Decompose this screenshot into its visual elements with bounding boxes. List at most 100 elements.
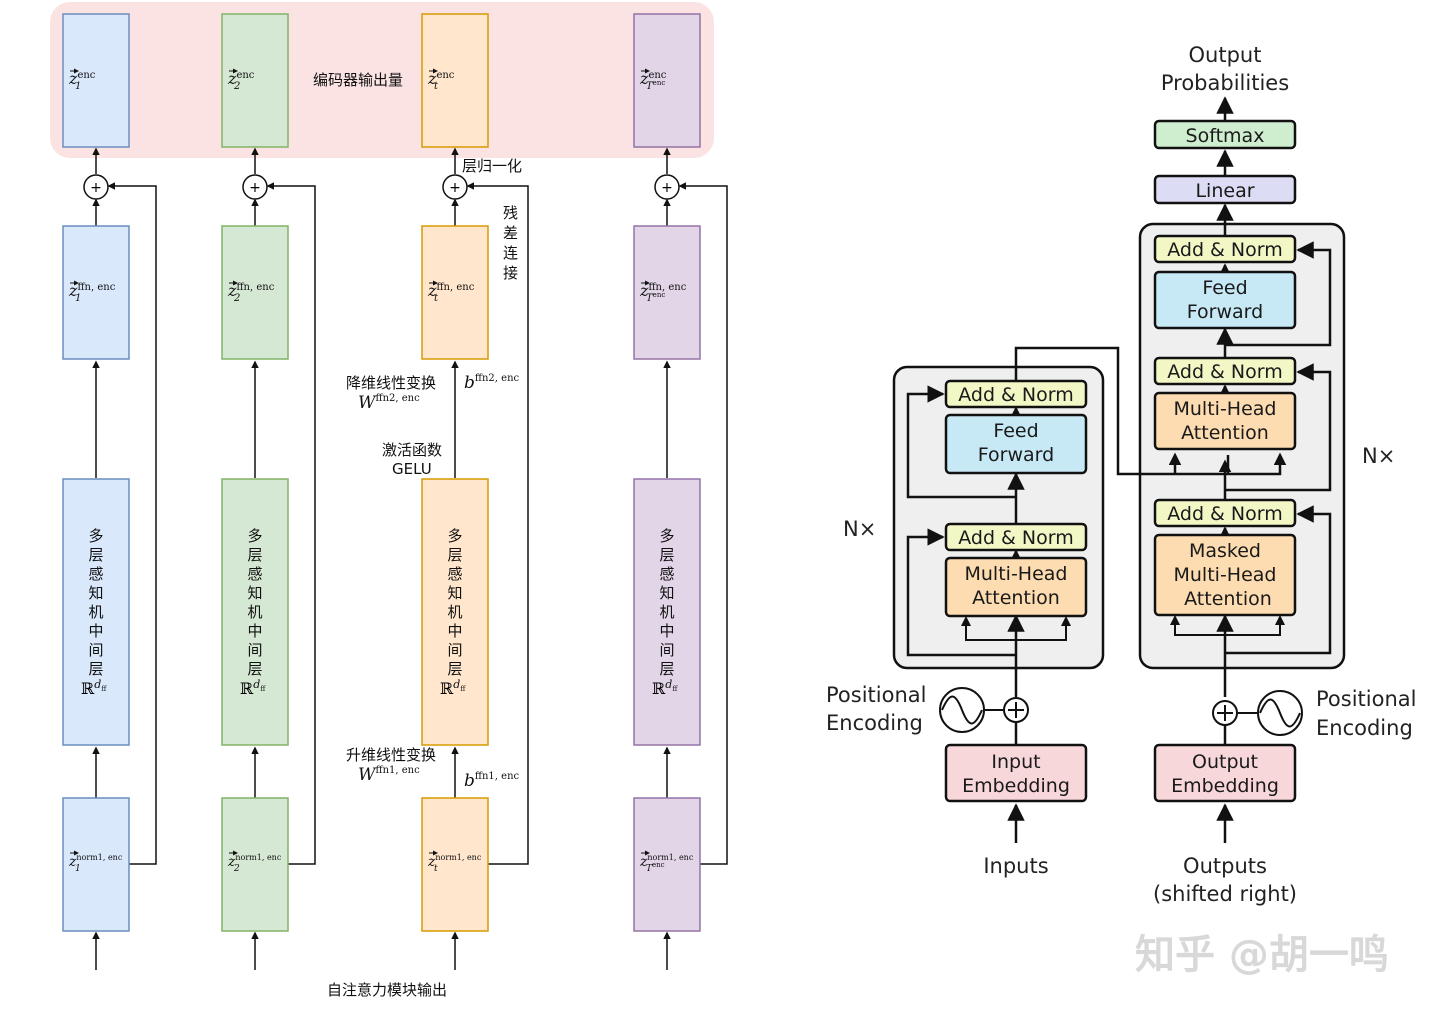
add-circle xyxy=(442,174,468,200)
mlp-char: 中 xyxy=(659,622,674,640)
mlp-hidden-box xyxy=(62,478,130,746)
decoder-positional-encoding-label: Positional xyxy=(1316,687,1416,711)
encoder-output-band xyxy=(50,2,714,158)
svg-text:Embedding: Embedding xyxy=(962,775,1070,797)
mlp-char: 多 xyxy=(88,527,103,545)
svg-text:残: 残 xyxy=(503,204,518,222)
up-proj-weight: Wffn1, enc xyxy=(358,765,420,785)
activation-label: 激活函数 xyxy=(382,441,442,459)
svg-text:Output: Output xyxy=(1192,751,1258,773)
mlp-hidden-box xyxy=(421,478,489,746)
plus-sign: + xyxy=(661,180,673,196)
mlp-char: 中 xyxy=(247,622,262,640)
mlp-char: 多 xyxy=(247,527,262,545)
encoder-output-label: 编码器输出量 xyxy=(313,71,403,89)
svg-text:Forward: Forward xyxy=(1187,301,1263,323)
ffn-output-box xyxy=(221,225,289,360)
svg-text:Multi-Head: Multi-Head xyxy=(1174,564,1277,586)
mlp-char: 层 xyxy=(247,660,262,678)
svg-text:Embedding: Embedding xyxy=(1171,775,1279,797)
mlp-char: 间 xyxy=(247,641,262,659)
mlp-char: 层 xyxy=(247,546,262,564)
encoder-add-norm-2 xyxy=(944,379,1088,409)
svg-text:Add & Norm: Add & Norm xyxy=(958,527,1074,549)
output-probabilities-label: Output xyxy=(1189,43,1262,67)
mlp-char: 机 xyxy=(659,603,674,621)
plus-sign: + xyxy=(249,180,261,196)
svg-text:Add & Norm: Add & Norm xyxy=(1167,239,1283,261)
outputs-label: Outputs xyxy=(1183,854,1267,878)
svg-text:Add & Norm: Add & Norm xyxy=(1167,361,1283,383)
svg-text:Multi-Head: Multi-Head xyxy=(965,563,1068,585)
encoder-multi-head-attention xyxy=(944,556,1088,618)
svg-text:Encoding: Encoding xyxy=(826,711,923,735)
residual-connection xyxy=(466,182,529,865)
mlp-char: 层 xyxy=(447,546,462,564)
svg-text:Linear: Linear xyxy=(1195,180,1254,202)
svg-text:差: 差 xyxy=(503,224,518,242)
residual-connection xyxy=(678,182,728,865)
svg-text:Add & Norm: Add & Norm xyxy=(958,384,1074,406)
mlp-char: 间 xyxy=(659,641,674,659)
mlp-char: 感 xyxy=(447,565,462,583)
decoder-add-norm-2 xyxy=(1153,356,1297,386)
encoder-output-box xyxy=(221,13,289,148)
mlp-char: 层 xyxy=(659,546,674,564)
decoder-multi-head-attention xyxy=(1153,391,1297,451)
svg-text:Masked: Masked xyxy=(1189,540,1261,562)
svg-text:连: 连 xyxy=(503,244,518,262)
activation-name: GELU xyxy=(392,460,432,478)
svg-text:Forward: Forward xyxy=(978,444,1054,466)
attention-output-label: 自注意力模块输出 xyxy=(327,981,447,999)
mlp-space-symbol: ℝdff xyxy=(81,678,107,698)
svg-text:Attention: Attention xyxy=(1184,588,1272,610)
mlp-char: 层 xyxy=(447,660,462,678)
mlp-hidden-box xyxy=(221,478,289,746)
mlp-char: 层 xyxy=(88,546,103,564)
svg-text:Probabilities: Probabilities xyxy=(1161,71,1289,95)
norm-input-box xyxy=(62,797,130,932)
linear-box xyxy=(1153,174,1297,205)
encoder-nx-label: N× xyxy=(843,517,876,541)
mlp-char: 层 xyxy=(88,660,103,678)
encoder-block xyxy=(892,365,1105,670)
mlp-char: 中 xyxy=(447,622,462,640)
norm-input-box xyxy=(633,797,701,932)
mlp-char: 间 xyxy=(88,641,103,659)
encoder-output-box xyxy=(633,13,701,148)
residual-connection xyxy=(266,182,316,865)
mlp-char: 知 xyxy=(659,584,674,602)
mlp-char: 层 xyxy=(659,660,674,678)
svg-text:Feed: Feed xyxy=(1202,277,1247,299)
down-proj-label: 降维线性变换 xyxy=(346,374,436,392)
decoder-nx-label: N× xyxy=(1362,444,1395,468)
layernorm-label: 层归一化 xyxy=(462,157,522,175)
svg-text:Feed: Feed xyxy=(993,420,1038,442)
output-embedding xyxy=(1153,743,1297,803)
svg-text:Softmax: Softmax xyxy=(1186,125,1265,147)
down-proj-weight: Wffn2, enc xyxy=(358,393,420,413)
plus-sign: + xyxy=(449,180,461,196)
encoder-feed-forward xyxy=(944,413,1088,475)
mlp-char: 知 xyxy=(447,584,462,602)
svg-text:Attention: Attention xyxy=(972,587,1060,609)
encoder-add-norm-1 xyxy=(944,522,1088,552)
inputs-label: Inputs xyxy=(983,854,1048,878)
mlp-char: 机 xyxy=(247,603,262,621)
input-embedding xyxy=(944,743,1088,803)
